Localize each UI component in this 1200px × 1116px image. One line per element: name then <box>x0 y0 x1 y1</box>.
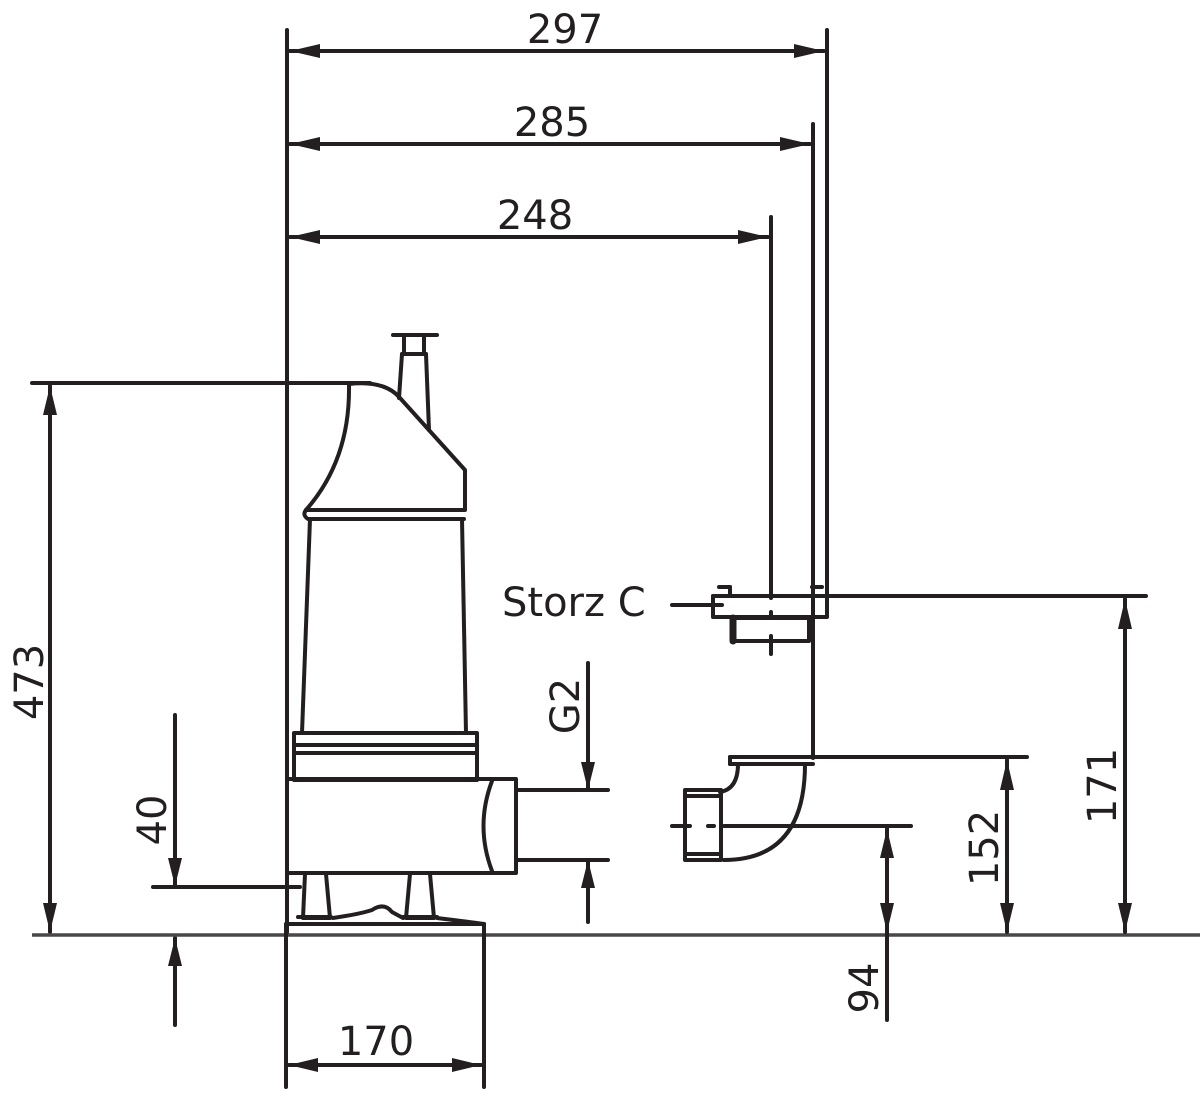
pump-body <box>284 333 610 937</box>
dimension-285: 285 <box>288 100 815 760</box>
dimension-152: 152 <box>962 758 1014 934</box>
dimension-152-label: 152 <box>962 810 1008 886</box>
dimension-94: 94 <box>842 827 894 1022</box>
dimension-170: 170 <box>284 922 486 1089</box>
dimension-248: 248 <box>288 193 773 600</box>
storz-c-coupling: Storz C <box>502 580 1148 656</box>
dimension-171: 171 <box>1080 597 1132 934</box>
dimension-297-label: 297 <box>527 7 603 53</box>
dimension-g2-label: G2 <box>543 678 589 734</box>
dimension-40-label: 40 <box>130 795 176 846</box>
dimension-473: 473 <box>7 381 372 934</box>
dimension-171-label: 171 <box>1080 748 1126 824</box>
dimension-94-label: 94 <box>842 963 888 1014</box>
dimension-297: 297 <box>285 7 829 937</box>
dimension-g2: G2 <box>543 661 595 924</box>
dimension-473-label: 473 <box>7 644 53 720</box>
dimension-40: 40 <box>130 713 302 1027</box>
elbow-outlet <box>670 755 1029 862</box>
dimension-170-label: 170 <box>338 1019 414 1065</box>
dimension-248-label: 248 <box>497 193 573 239</box>
storz-c-label: Storz C <box>502 580 646 626</box>
dimension-285-label: 285 <box>514 100 590 146</box>
